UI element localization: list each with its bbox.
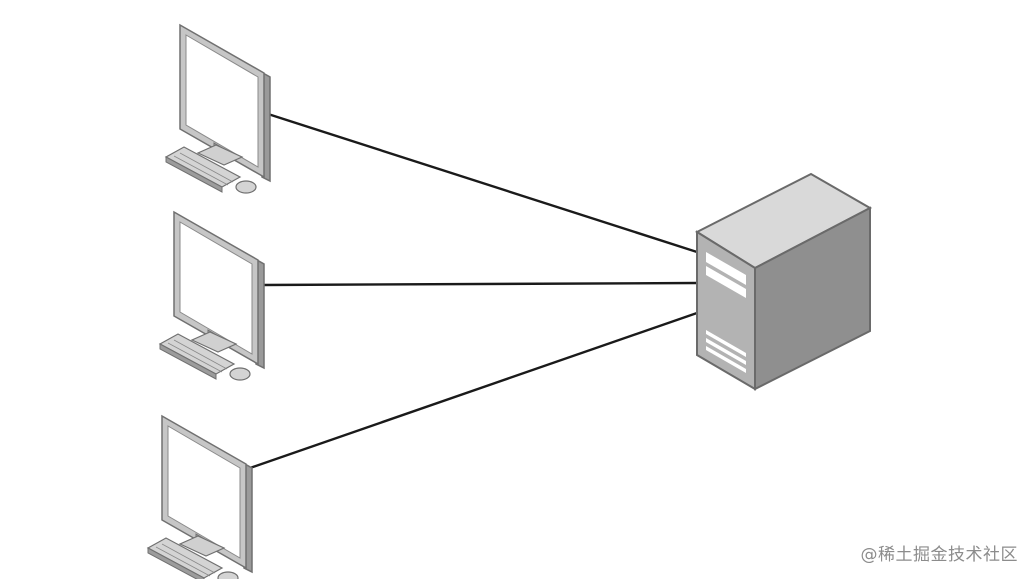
desktop-computer-icon (159, 211, 265, 381)
link-client-2-server (261, 281, 698, 287)
server-tower-icon (694, 172, 873, 391)
link-client-3-server (249, 311, 698, 470)
watermark: @稀土掘金技术社区 (860, 545, 1018, 565)
desktop-computer-icon (165, 24, 271, 194)
desktop-computer-icon (147, 415, 253, 579)
link-client-1-server (267, 112, 698, 254)
